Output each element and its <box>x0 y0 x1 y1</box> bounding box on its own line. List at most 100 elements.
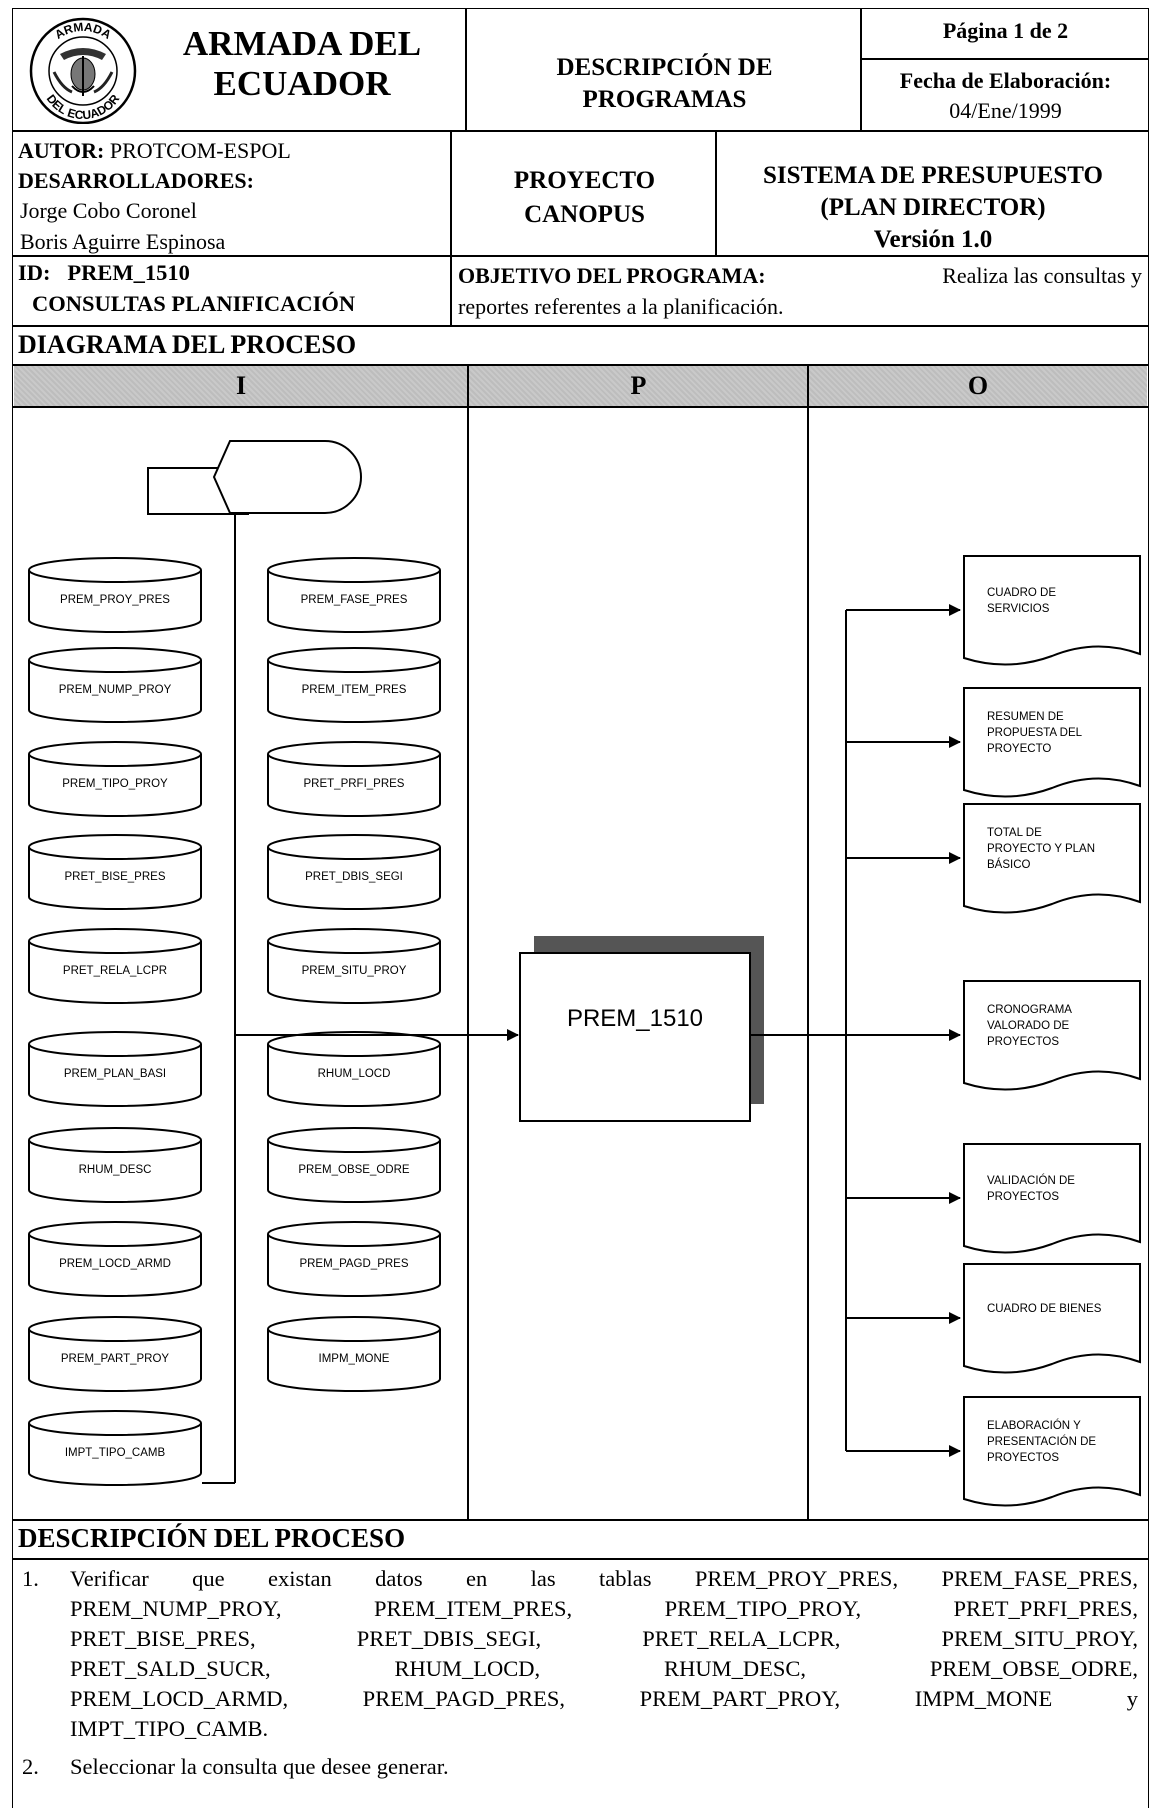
output-label: CUADRO DE BIENES <box>987 1303 1102 1315</box>
program-name: CONSULTAS PLANIFICACIÓN <box>32 291 356 316</box>
output-label: VALORADO DE <box>987 1020 1070 1032</box>
column-divider-ip <box>467 364 469 1521</box>
objective-label: OBJETIVO DEL PROGRAMA: <box>458 263 766 288</box>
output-report: CUADRO DE BIENES <box>846 1263 1141 1374</box>
column-divider-po <box>807 364 809 1521</box>
output-label: PROYECTOS <box>987 1452 1059 1464</box>
author-value: PROTCOM-ESPOL <box>109 138 291 163</box>
document-page: ARMADA DEL ECUADOR ARMADA DEL ECUADOR DE… <box>12 8 1149 1808</box>
program-id-value: PREM_1510 <box>67 260 190 285</box>
column-header-rule <box>12 406 1149 408</box>
description-item-line: PREM_NUMP_PROY, PREM_ITEM_PRES, PREM_TIP… <box>70 1596 1138 1621</box>
column-header-o: O <box>809 366 1147 406</box>
document-shape <box>963 687 1141 798</box>
diagram-title: DIAGRAMA DEL PROCESO <box>18 330 357 359</box>
program-id: ID: PREM_1510 <box>18 260 190 286</box>
project-name-line1: PROYECTO <box>513 167 656 194</box>
output-report: RESUMEN DE PROPUESTA DEL PROYECTO <box>846 687 1141 798</box>
description-body <box>12 1558 1149 1808</box>
authors-cell <box>12 130 452 257</box>
objective-text-line2: reportes referentes a la planificación. <box>458 294 784 319</box>
document-shape <box>963 803 1141 914</box>
document-title: DESCRIPCIÓN DE PROGRAMAS <box>467 52 862 116</box>
table-label: IMPM_MONE <box>319 1353 390 1365</box>
output-label: CRONOGRAMA <box>987 1004 1072 1016</box>
developer-1: Jorge Cobo Coronel <box>20 198 197 223</box>
objective-cell <box>450 255 1149 327</box>
document-shape <box>963 1396 1141 1507</box>
output-label: TOTAL DE <box>987 827 1042 839</box>
input-table-right: PREM_PAGD_PRES <box>267 1221 441 1297</box>
document-shape <box>963 1143 1141 1254</box>
description-item-line: Seleccionar la consulta que desee genera… <box>70 1754 449 1779</box>
program-id-cell <box>12 255 452 327</box>
output-report: ELABORACIÓN Y PRESENTACIÓN DE PROYECTOS <box>846 1396 1141 1507</box>
process-flow-diagram: PREM_PROY_PRESPREM_NUMP_PROYPREM_TIPO_PR… <box>28 440 1141 1507</box>
date-label: Fecha de Elaboración: <box>899 68 1112 93</box>
input-table-left: IMPT_TIPO_CAMB <box>28 1410 202 1486</box>
output-label: PROPUESTA DEL <box>987 727 1083 739</box>
table-label: PREM_FASE_PRES <box>301 594 408 606</box>
table-label: IMPT_TIPO_CAMB <box>65 1447 166 1459</box>
output-label: RESUMEN DE <box>987 711 1064 723</box>
input-table-left: PREM_TIPO_PROY <box>28 741 202 817</box>
input-table-left: PREM_LOCD_ARMD <box>28 1221 202 1297</box>
description-title: DESCRIPCIÓN DEL PROCESO <box>18 1523 406 1553</box>
column-header-i: I <box>14 366 468 406</box>
svg-text:ARMADA: ARMADA <box>52 20 114 42</box>
program-objective: OBJETIVO DEL PROGRAMA: Realiza las consu… <box>458 260 1142 322</box>
developers-label: DESARROLLADORES: <box>18 168 254 193</box>
input-table-right: PREM_SITU_PROY <box>267 928 441 1004</box>
input-table-right: PREM_OBSE_ODRE <box>267 1127 441 1203</box>
page-number: Página 1 de 2 <box>942 18 1069 43</box>
process-name: PREM_1510 <box>567 1005 703 1032</box>
input-table-right: PRET_DBIS_SEGI <box>267 834 441 910</box>
table-label: PREM_LOCD_ARMD <box>59 1258 171 1270</box>
description-item-number: 1. <box>22 1566 39 1591</box>
header-title-cell <box>465 8 862 132</box>
document-title-line1: DESCRIPCIÓN DE <box>556 54 773 81</box>
document-shape <box>963 980 1141 1091</box>
table-label: PREM_OBSE_ODRE <box>298 1164 410 1176</box>
description-item-number: 2. <box>22 1754 39 1779</box>
diagram-body <box>12 364 1149 1521</box>
objective-text-line1: Realiza las consultas y <box>942 263 1142 288</box>
system-name-line2: (PLAN DIRECTOR) <box>820 194 1046 221</box>
output-label: PROYECTOS <box>987 1191 1059 1203</box>
description-item-line: IMPT_TIPO_CAMB. <box>70 1716 269 1741</box>
output-report: TOTAL DE PROYECTO Y PLAN BÁSICO <box>846 803 1141 914</box>
input-table-left: RHUM_DESC <box>28 1127 202 1203</box>
document-title-line2: PROGRAMAS <box>582 86 747 113</box>
project-name-line2: CANOPUS <box>524 201 645 228</box>
table-label: PRET_DBIS_SEGI <box>305 871 403 883</box>
output-label: PROYECTOS <box>987 1036 1059 1048</box>
diagram-title-cell <box>12 325 1149 366</box>
output-report: CRONOGRAMA VALORADO DE PROYECTOS <box>846 980 1141 1091</box>
output-label: BÁSICO <box>987 858 1031 871</box>
org-name-line2: ECUADOR <box>213 64 391 103</box>
input-table-left: PRET_BISE_PRES <box>28 834 202 910</box>
input-table-right: IMPM_MONE <box>267 1316 441 1392</box>
table-label: PREM_TIPO_PROY <box>62 778 168 790</box>
date-value: 04/Ene/1999 <box>949 98 1062 123</box>
description-item-line: PREM_LOCD_ARMD, PREM_PAGD_PRES, PREM_PAR… <box>70 1686 1138 1711</box>
header-date-cell <box>860 58 1149 132</box>
document-shape <box>963 555 1141 666</box>
output-label: SERVICIOS <box>987 603 1050 615</box>
output-label: PRESENTACIÓN DE <box>987 1435 1096 1448</box>
table-label: PREM_PLAN_BASI <box>64 1068 166 1080</box>
table-label: RHUM_LOCD <box>318 1068 391 1080</box>
table-label: RHUM_DESC <box>79 1164 152 1176</box>
document-shape <box>963 1263 1141 1374</box>
description-item-line: PRET_BISE_PRES, PRET_DBIS_SEGI, PRET_REL… <box>70 1626 1138 1651</box>
output-label: PROYECTO <box>987 743 1051 755</box>
author-label: AUTOR: <box>18 138 105 163</box>
output-label: PROYECTO Y PLAN <box>987 843 1095 855</box>
input-table-left: PREM_PLAN_BASI <box>28 1031 202 1107</box>
input-table-right: PREM_ITEM_PRES <box>267 647 441 723</box>
table-label: PREM_PART_PROY <box>61 1353 170 1365</box>
output-label: ELABORACIÓN Y <box>987 1419 1081 1432</box>
column-header-p: P <box>469 366 808 406</box>
